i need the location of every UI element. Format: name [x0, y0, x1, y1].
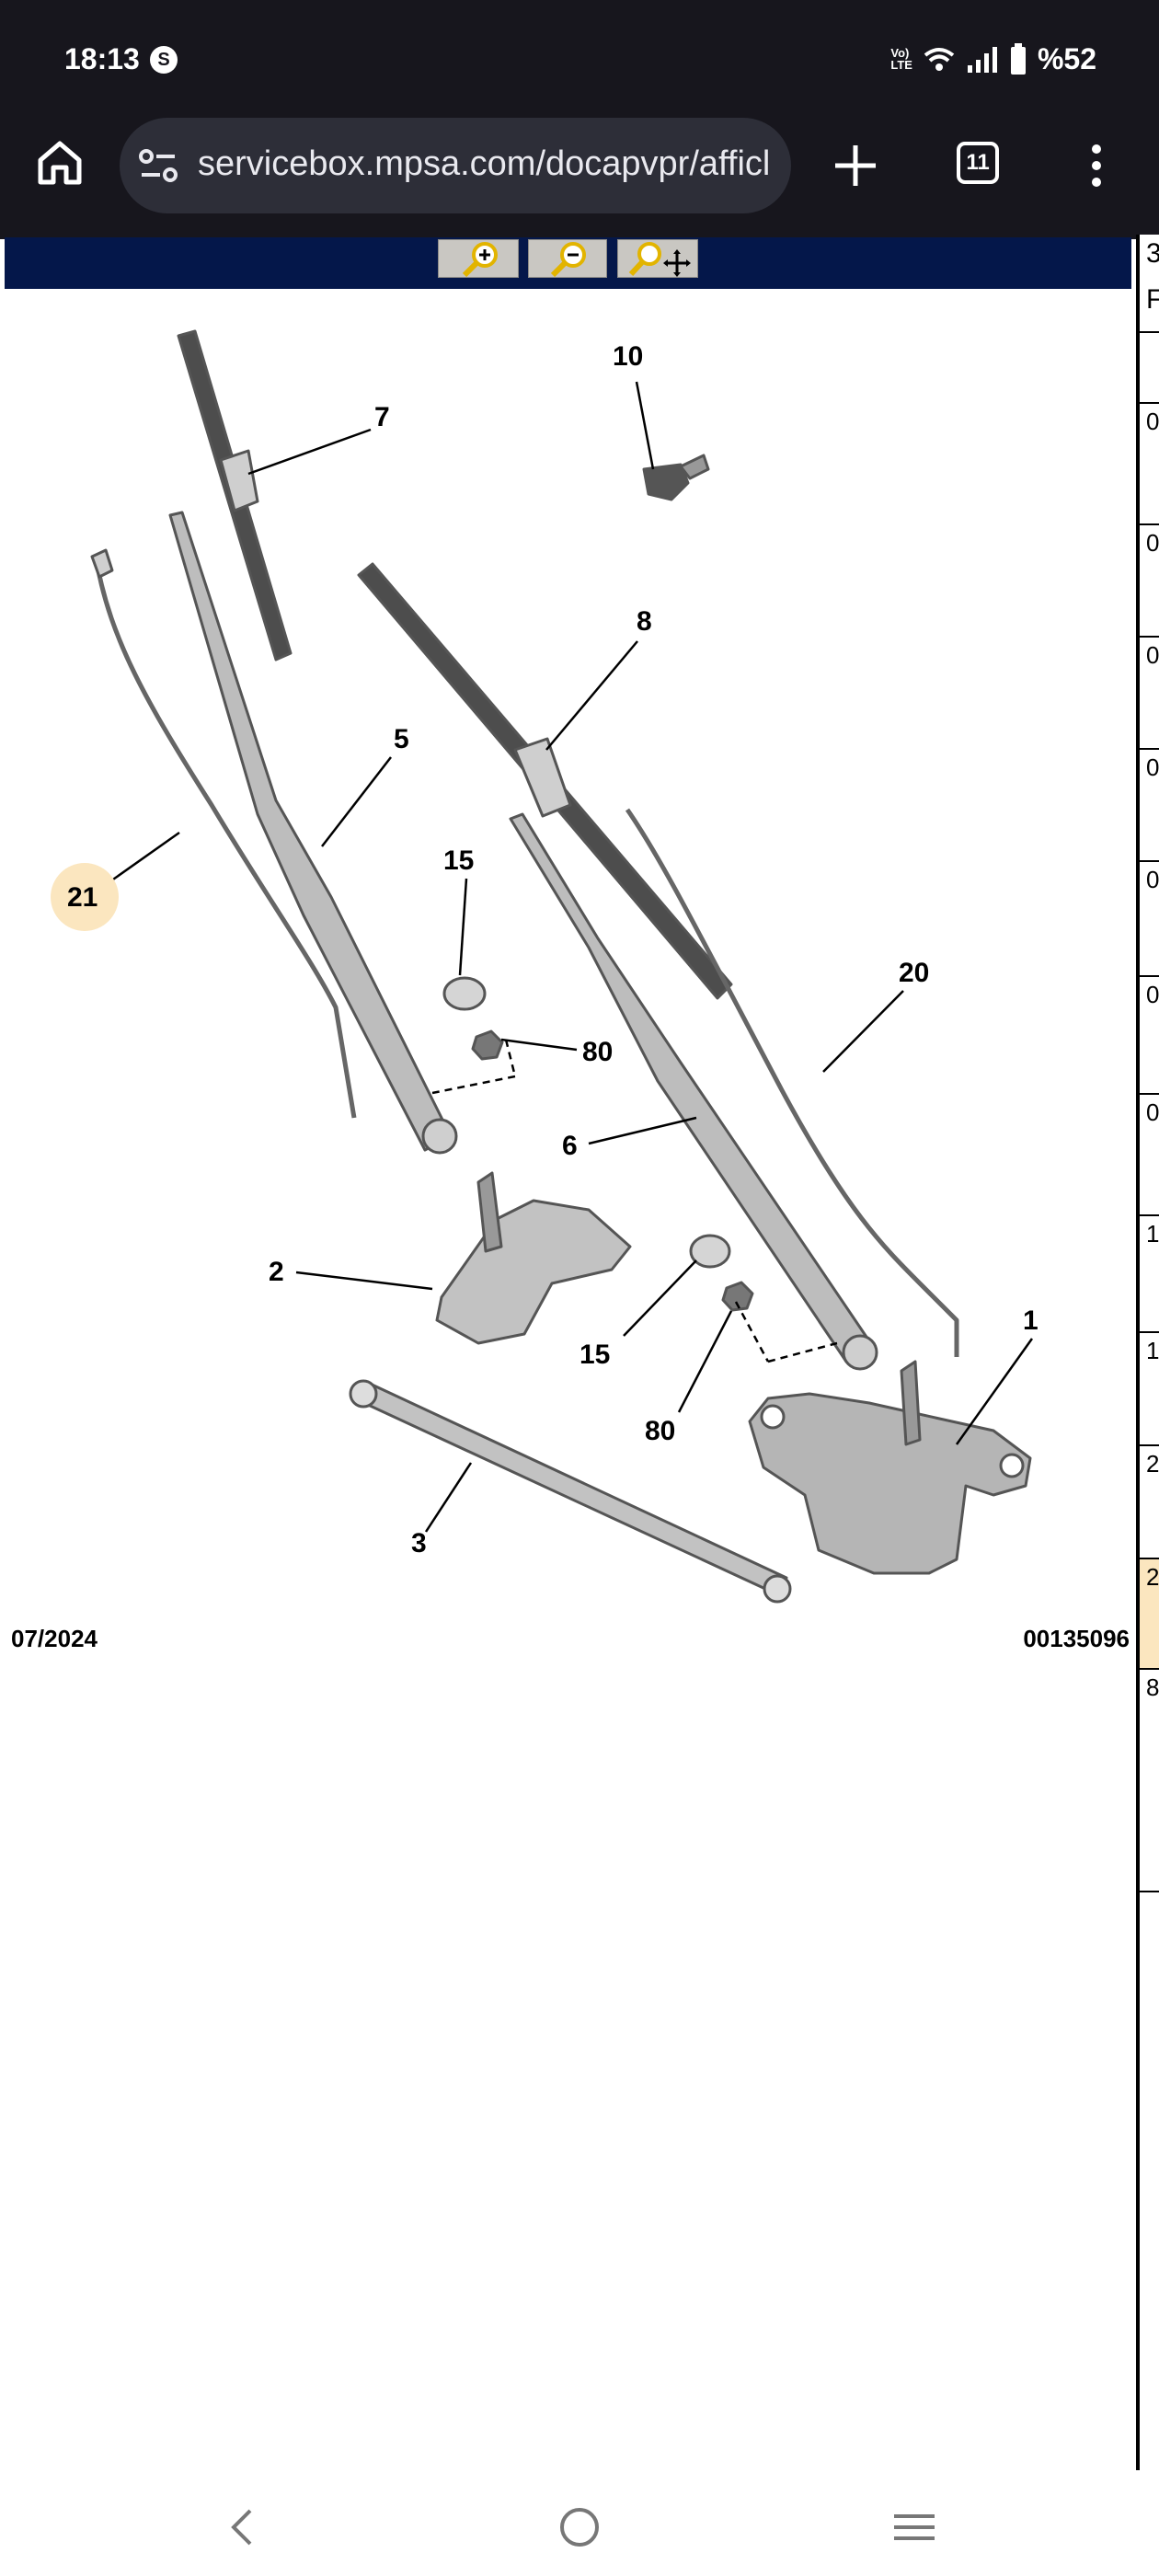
table-row[interactable]: 0: [1140, 975, 1159, 1095]
notification-badge-icon: S: [150, 46, 178, 74]
zoom-in-button[interactable]: [438, 239, 519, 278]
recents-icon[interactable]: [890, 2509, 938, 2546]
nut-80-lower[interactable]: [721, 1281, 754, 1312]
wifi-icon: [924, 48, 955, 71]
zoom-out-button[interactable]: [528, 239, 607, 278]
zoom-out-icon: [550, 242, 586, 278]
new-tab-icon[interactable]: [828, 138, 883, 193]
zoom-in-icon: [462, 242, 498, 278]
cap-15-lower[interactable]: [689, 1234, 731, 1269]
callout-20[interactable]: 20: [899, 958, 929, 988]
callout-80-upper[interactable]: 80: [582, 1037, 613, 1067]
callout-10[interactable]: 10: [613, 341, 643, 372]
table-row[interactable]: 0: [1140, 748, 1159, 862]
table-row[interactable]: 1: [1140, 1331, 1159, 1446]
diagram-date: 07/2024: [11, 1625, 98, 1652]
address-bar[interactable]: [120, 118, 791, 213]
system-nav-bar: [0, 2470, 1159, 2576]
table-row[interactable]: 0: [1140, 402, 1159, 525]
washer-jet-10[interactable]: [642, 463, 690, 501]
callout-8[interactable]: 8: [637, 606, 652, 637]
callout-highlight-21: [51, 863, 119, 931]
status-icons: Vo)LTE %52: [890, 40, 1096, 77]
home-icon[interactable]: [33, 136, 86, 190]
table-header-top: 3: [1146, 238, 1159, 269]
callout-5[interactable]: 5: [394, 724, 409, 754]
table-row[interactable]: 8: [1140, 1668, 1159, 1892]
callout-3[interactable]: 3: [411, 1528, 427, 1558]
table-header-bottom: F: [1146, 284, 1159, 315]
callout-7[interactable]: 7: [374, 402, 390, 432]
battery-percent: %52: [1037, 41, 1096, 75]
volte-icon: Vo)LTE: [890, 46, 912, 72]
callout-15-lower[interactable]: 15: [580, 1340, 610, 1370]
table-divider: [1140, 331, 1159, 333]
callout-80-lower[interactable]: 80: [645, 1416, 675, 1446]
table-row[interactable]: 0: [1140, 636, 1159, 750]
parts-diagram: 7 10 8 5 15 80 6 20 21 2 15 1 80 3 07/20…: [11, 329, 1130, 1652]
table-row[interactable]: 0: [1140, 860, 1159, 977]
table-row[interactable]: 0: [1140, 523, 1159, 638]
pan-zoom-icon: [628, 242, 691, 277]
status-bar: 18:13 S Vo)LTE %52: [0, 0, 1159, 115]
table-row[interactable]: 2: [1140, 1444, 1159, 1559]
washer-hose-21[interactable]: [94, 560, 357, 1119]
wiper-motor-1[interactable]: [748, 1392, 1032, 1575]
table-row-highlighted[interactable]: 2: [1140, 1558, 1159, 1670]
battery-icon: [1010, 43, 1026, 75]
back-icon[interactable]: [228, 2507, 256, 2547]
diagram-reference: 00135096: [1023, 1625, 1130, 1652]
callout-21[interactable]: 21: [67, 882, 98, 913]
url-text[interactable]: servicebox.mpsa.com/docapvpr/afficl: [198, 144, 771, 183]
link-rod-3[interactable]: [352, 1381, 788, 1596]
callout-1[interactable]: 1: [1023, 1305, 1039, 1336]
home-nav-icon[interactable]: [557, 2505, 602, 2549]
signal-icon: [967, 47, 997, 73]
status-time: 18:13: [64, 42, 140, 75]
nut-80-upper[interactable]: [471, 1029, 504, 1061]
callout-2[interactable]: 2: [269, 1257, 284, 1287]
callout-15-upper[interactable]: 15: [443, 845, 474, 876]
table-row[interactable]: 0: [1140, 1093, 1159, 1216]
pivot-bracket-2[interactable]: [435, 1199, 632, 1345]
table-row[interactable]: 1: [1140, 1214, 1159, 1333]
more-menu-icon[interactable]: [1084, 138, 1109, 193]
pan-zoom-button[interactable]: [617, 239, 698, 278]
callout-6[interactable]: 6: [562, 1131, 578, 1161]
parts-table-panel: 3 F 0 0 0 0 0 0 0 1 1 2 2 8: [1136, 235, 1159, 2470]
cap-15-upper[interactable]: [442, 976, 487, 1011]
tab-switcher-button[interactable]: 11: [957, 142, 999, 184]
site-settings-icon[interactable]: [138, 147, 178, 184]
washer-hose-20[interactable]: [625, 808, 959, 1357]
